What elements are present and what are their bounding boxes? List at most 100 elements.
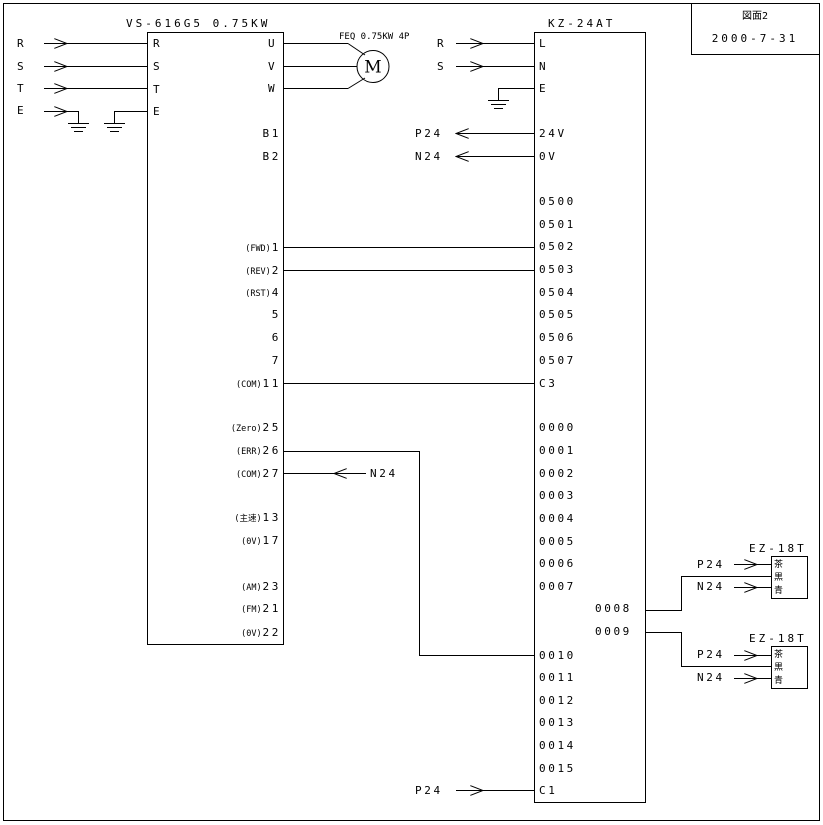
inverter-signal-tag: (Zero) — [231, 424, 262, 434]
inv-pin-w: W — [268, 82, 277, 95]
inverter-signal-tag: (ERR) — [236, 447, 262, 457]
inv-pin-u: U — [268, 37, 277, 50]
indicator-1-p24: P24 — [697, 558, 725, 571]
inverter-signal-number: 22 — [263, 626, 281, 639]
stamp-date: 2000-7-31 — [712, 32, 799, 45]
plc-pin-n: N — [539, 60, 548, 73]
supply-p24: P24 — [415, 127, 443, 140]
plc-terminal: 0012 — [539, 694, 576, 707]
input-label-r: R — [17, 37, 26, 50]
plc-out-0008: 0008 — [595, 602, 632, 615]
drawing-frame — [3, 3, 820, 821]
n24-input-label: N24 — [370, 467, 398, 480]
inverter-signal-number: 5 — [272, 308, 281, 321]
inverter-signal-tag: (主速) — [234, 513, 261, 524]
inverter-signal-tag: (0V) — [241, 537, 261, 547]
inverter-signal-number: 13 — [263, 511, 281, 524]
inv-pin-s: S — [153, 60, 162, 73]
plc-terminal: 0013 — [539, 716, 576, 729]
plc-terminal: 0004 — [539, 512, 576, 525]
motor: FEQ 0.75KW 4P M — [283, 32, 410, 89]
motor-spec: FEQ 0.75KW 4P — [339, 32, 410, 42]
supply-n24: N24 — [415, 150, 443, 163]
plc-terminal: 0503 — [539, 263, 576, 276]
inverter-signal-number: 11 — [263, 377, 281, 390]
plc-terminal: 0007 — [539, 580, 576, 593]
inverter-signal-number: 25 — [263, 421, 281, 434]
motor-symbol: M — [364, 58, 381, 78]
inverter-signal-tag: (REV) — [245, 267, 271, 277]
inverter-signal-pins: 1(FWD)2(REV)4(RST)56711(COM)25(Zero)26(E… — [231, 241, 281, 639]
inv-pin-v: V — [268, 60, 277, 73]
plc-terminal: 0011 — [539, 671, 576, 684]
plc-terminal: 0506 — [539, 331, 576, 344]
inverter-signal-tag: (0V) — [241, 629, 261, 639]
inverter-signal-number: 26 — [263, 444, 281, 457]
plc-terminal: 0501 — [539, 218, 576, 231]
inverter-plc-wiring: N24 — [283, 247, 534, 656]
input-label-t: T — [17, 82, 26, 95]
plc-terminal: 0001 — [539, 444, 576, 457]
inv-pin-b2: B2 — [263, 150, 281, 163]
indicator-1-wire-2: 黒 — [774, 572, 783, 583]
plc-terminal: C3 — [539, 377, 557, 390]
input-label-e: E — [17, 104, 26, 117]
plc-input-s: S — [437, 60, 446, 73]
plc-block: KZ-24AT L N E 24V 0V 0500050105020503050… — [534, 17, 646, 803]
input-label-s: S — [17, 60, 26, 73]
inverter-signal-number: 27 — [263, 467, 281, 480]
indicator-2-n24: N24 — [697, 671, 725, 684]
plc-pin-24v: 24V — [539, 127, 567, 140]
c1-p24: P24 — [415, 784, 443, 797]
plc-terminal: 0000 — [539, 421, 576, 434]
inv-pin-e: E — [153, 105, 162, 118]
inverter-signal-number: 17 — [263, 534, 281, 547]
plc-terminal: 0006 — [539, 557, 576, 570]
inverter-name: VS-616G5 0.75KW — [126, 17, 270, 30]
plc-terminal: 0504 — [539, 286, 576, 299]
indicator-1-name: EZ-18T — [749, 542, 807, 555]
inverter-signal-tag: (AM) — [241, 583, 261, 593]
plc-terminal: C1 — [539, 784, 557, 797]
indicator-2-wire-3: 青 — [774, 674, 783, 686]
plc-terminal: 0014 — [539, 739, 576, 752]
inverter-signal-number: 21 — [263, 602, 281, 615]
title-stamp: 図面2 2000-7-31 — [691, 3, 820, 55]
plc-terminal: 0502 — [539, 240, 576, 253]
inv-pin-b1: B1 — [263, 127, 281, 140]
plc-pin-l: L — [539, 37, 548, 50]
inverter-input-lines: R S T E — [17, 37, 147, 132]
plc-pin-0v: 0V — [539, 150, 557, 163]
stamp-title: 図面2 — [742, 10, 768, 22]
plc-terminal: 0507 — [539, 354, 576, 367]
inverter-signal-tag: (COM) — [236, 470, 262, 480]
plc-terminal: 0500 — [539, 195, 576, 208]
plc-name: KZ-24AT — [548, 17, 615, 30]
indicator-1-n24: N24 — [697, 580, 725, 593]
plc-input-r: R — [437, 37, 446, 50]
indicator-2-name: EZ-18T — [749, 632, 807, 645]
inverter-signal-tag: (FWD) — [245, 244, 271, 254]
plc-pin-e: E — [539, 82, 548, 95]
inverter-signal-number: 1 — [272, 241, 281, 254]
indicator-2-p24: P24 — [697, 648, 725, 661]
plc-terminal: 0015 — [539, 762, 576, 775]
inverter-signal-number: 23 — [263, 580, 281, 593]
plc-terminal: 0505 — [539, 308, 576, 321]
inverter-block: VS-616G5 0.75KW R S T E U V W B1 B2 1(FW… — [126, 17, 284, 645]
inverter-signal-tag: (FM) — [241, 605, 261, 615]
inv-pin-t: T — [153, 83, 162, 96]
plc-power-lines: R S P24 N24 P24 — [415, 37, 534, 797]
indicator-lamp-1: EZ-18T 茶 黒 青 P24 N24 — [646, 542, 808, 611]
indicator-1-wire-3: 青 — [774, 584, 783, 596]
indicator-2-wire-1: 茶 — [774, 648, 783, 660]
indicator-1-wire-1: 茶 — [774, 558, 783, 570]
plc-terminal: 0005 — [539, 535, 576, 548]
plc-terminal: 0003 — [539, 489, 576, 502]
inverter-signal-number: 2 — [272, 264, 281, 277]
indicator-2-wire-2: 黒 — [774, 662, 783, 673]
indicator-lamp-2: EZ-18T 茶 黒 青 P24 N24 — [646, 632, 808, 689]
plc-terminal: 0010 — [539, 649, 576, 662]
